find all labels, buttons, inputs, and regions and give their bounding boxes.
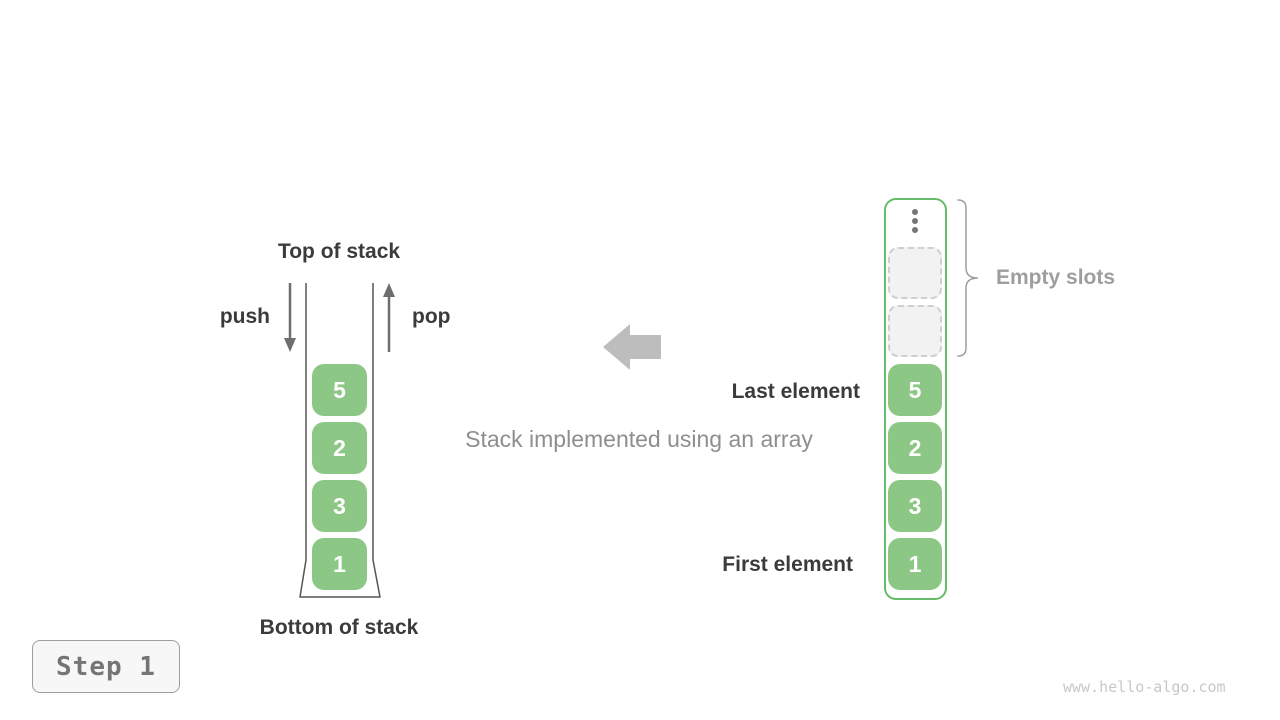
bottom-of-stack-label: Bottom of stack <box>259 616 419 639</box>
array-cell: 3 <box>888 480 942 532</box>
step-badge: Step 1 <box>32 640 180 693</box>
array-cell: 5 <box>888 364 942 416</box>
top-of-stack-label: Top of stack <box>277 240 401 263</box>
stack-cell: 3 <box>312 480 367 532</box>
first-element-label: First element <box>722 553 853 576</box>
empty-slot <box>888 247 942 299</box>
push-down-arrow-icon <box>284 283 296 352</box>
last-element-label: Last element <box>731 380 860 403</box>
pop-up-arrow-icon <box>383 283 395 352</box>
vertical-ellipsis-icon <box>912 209 918 233</box>
array-cell: 1 <box>888 538 942 590</box>
watermark-text: www.hello-algo.com <box>1063 678 1226 696</box>
stack-cell: 5 <box>312 364 367 416</box>
left-block-arrow-icon <box>603 324 661 370</box>
stack-cell: 2 <box>312 422 367 474</box>
push-label: push <box>219 305 270 328</box>
pop-label: pop <box>412 305 451 328</box>
empty-slots-label: Empty slots <box>996 266 1116 289</box>
empty-slot <box>888 305 942 357</box>
stack-container-outline <box>299 283 381 598</box>
diagram-caption: Stack implemented using an array <box>465 426 813 452</box>
stack-cell: 1 <box>312 538 367 590</box>
array-cell: 2 <box>888 422 942 474</box>
curly-brace-icon <box>957 199 979 357</box>
